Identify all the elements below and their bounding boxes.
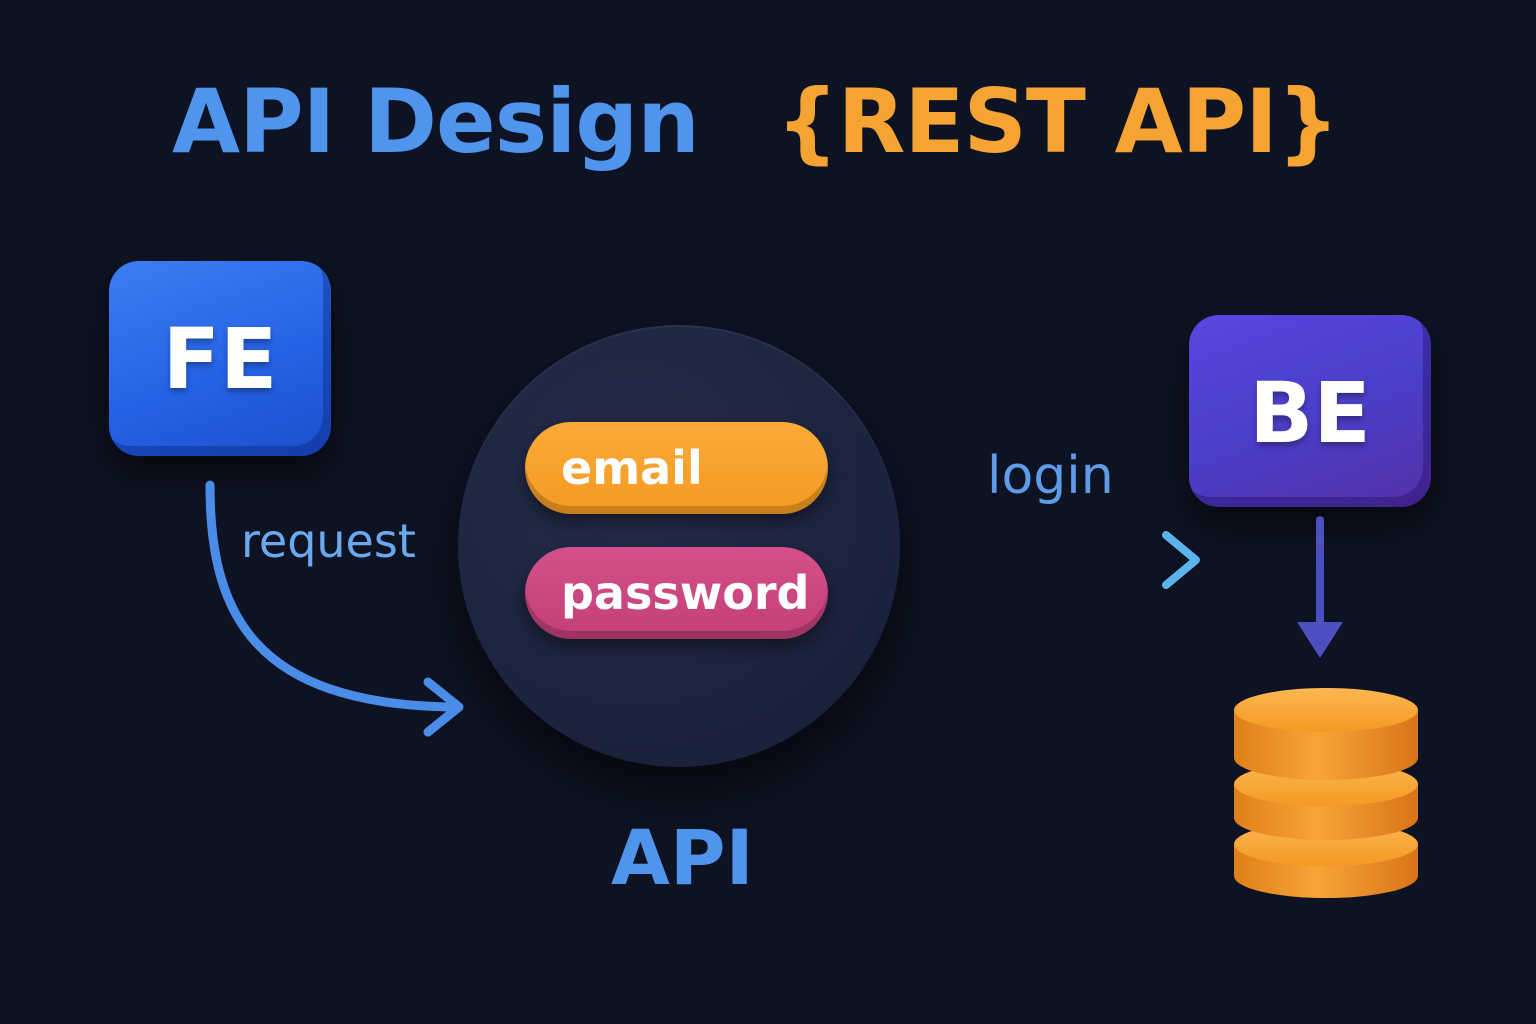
database-disk-top	[1234, 688, 1418, 780]
frontend-node: FE	[109, 261, 331, 456]
email-field-pill: email	[525, 422, 828, 514]
login-label: login	[987, 446, 1114, 506]
page-title: API Design	[172, 70, 700, 173]
api-node	[458, 325, 900, 767]
backend-to-database-arrow	[1297, 516, 1343, 658]
password-field-pill: password	[525, 547, 828, 639]
login-arrow	[924, 531, 1200, 589]
rest-api-tag: {REST API}	[776, 70, 1340, 173]
api-label: API	[611, 813, 754, 902]
backend-label: BE	[1249, 364, 1371, 462]
request-arrow	[205, 480, 464, 737]
database-icon	[1234, 688, 1418, 898]
frontend-label: FE	[162, 310, 278, 408]
backend-node: BE	[1189, 315, 1431, 507]
request-label: request	[241, 514, 416, 568]
